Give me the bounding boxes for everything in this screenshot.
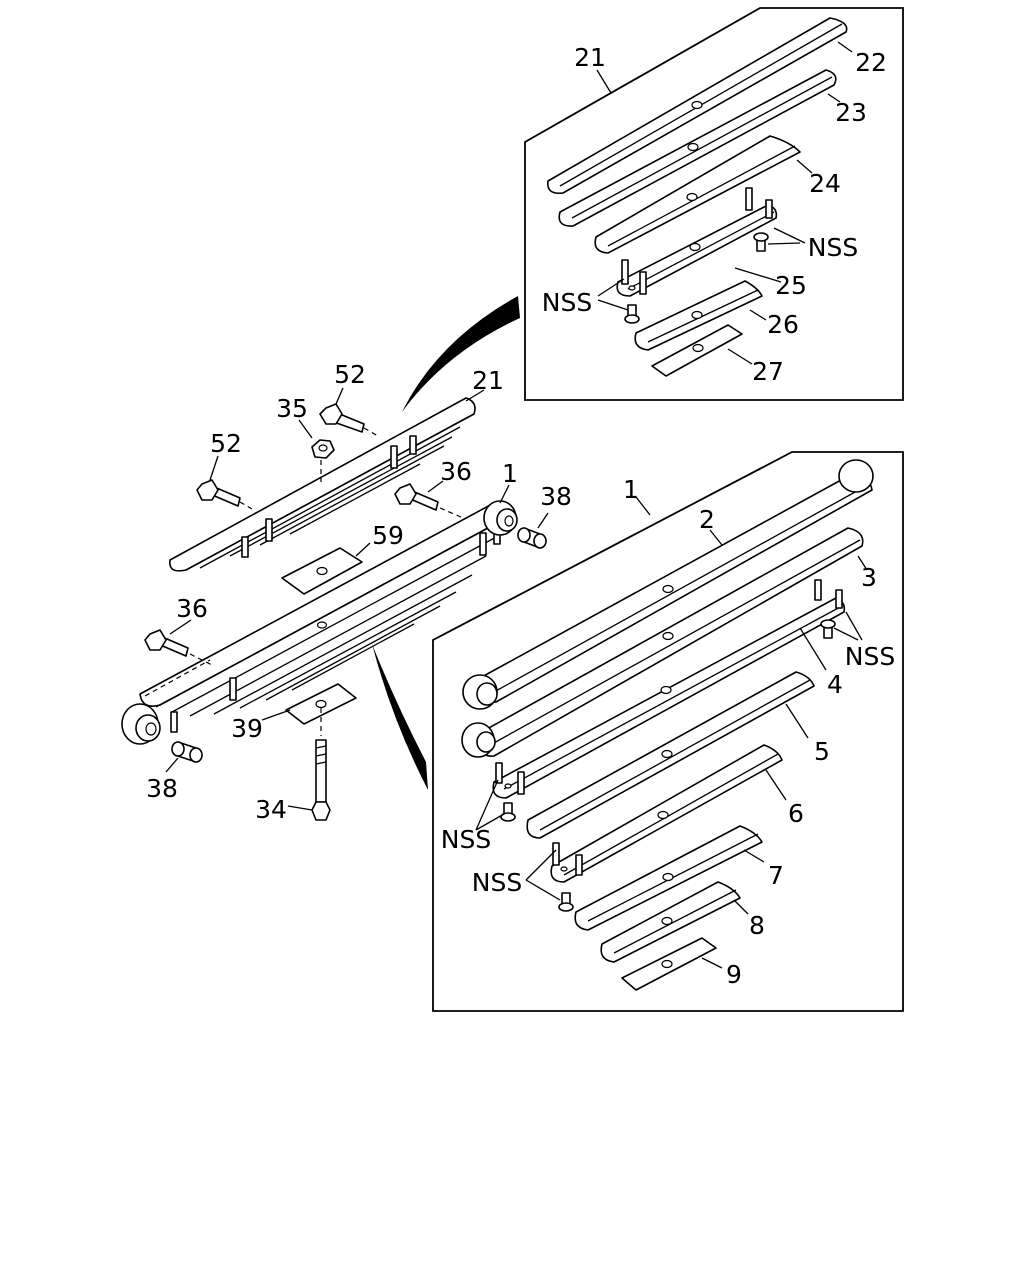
leaf-5 — [526, 671, 815, 839]
leaf-3 — [461, 527, 864, 758]
callout-34: 34 — [255, 795, 287, 824]
callout-4: 4 — [827, 670, 843, 699]
callout-36-top: 36 — [440, 457, 472, 486]
leaf-22 — [546, 17, 848, 195]
callout-7: 7 — [768, 861, 784, 890]
leaf-25 — [616, 187, 778, 297]
callout-8: 8 — [749, 911, 765, 940]
leaf-23 — [558, 69, 837, 227]
callout-nss-box1-left: NSS — [542, 288, 592, 317]
leaf-24 — [594, 135, 801, 254]
callout-21-box: 21 — [574, 43, 606, 72]
callout-22: 22 — [855, 48, 887, 77]
pad-9 — [621, 937, 717, 991]
rivet-nss-lower-left2 — [558, 892, 574, 912]
callout-52-left: 52 — [210, 429, 242, 458]
callout-27: 27 — [752, 357, 784, 386]
detail-frame-lower — [432, 451, 904, 1012]
callout-26: 26 — [767, 310, 799, 339]
center-bolt-34 — [311, 739, 331, 821]
callout-nss-box2-left1: NSS — [441, 825, 491, 854]
detail-box-rear-spring: 21 22 23 24 NSS 25 NSS 26 27 — [524, 7, 904, 401]
spring-assembly-21 — [169, 397, 476, 572]
rivet-nss-upper-right — [753, 232, 769, 252]
bolt-36-left — [144, 629, 215, 667]
callout-23: 23 — [835, 98, 867, 127]
callout-36-left: 36 — [176, 594, 208, 623]
callout-39: 39 — [231, 714, 263, 743]
detail-frame-upper — [524, 7, 904, 401]
callout-1-box: 1 — [623, 475, 639, 504]
leaf-2 — [462, 459, 874, 710]
pad-39 — [285, 683, 357, 736]
callout-38-left: 38 — [146, 774, 178, 803]
callout-59: 59 — [372, 521, 404, 550]
leaf-8 — [600, 881, 741, 963]
bolt-52-top — [319, 403, 379, 437]
spring-eye-front — [121, 703, 161, 745]
callout-38-right: 38 — [540, 482, 572, 511]
bushing-38-left — [171, 741, 203, 763]
main-assembly: 21 52 35 52 36 1 38 59 36 39 38 34 — [121, 360, 572, 824]
callout-2: 2 — [699, 505, 715, 534]
spring-eye-rear — [483, 500, 518, 536]
pad-27 — [651, 324, 743, 377]
callout-1-main: 1 — [502, 459, 518, 488]
pointer-arc-lower — [372, 644, 428, 790]
bolt-52-left — [196, 479, 253, 510]
callout-24: 24 — [809, 169, 841, 198]
callout-21-main: 21 — [472, 366, 504, 395]
pad-59 — [281, 547, 363, 595]
detail-box-main-spring: 1 2 3 NSS 4 5 6 NSS NSS 7 8 9 — [432, 451, 904, 1012]
callout-nss-box2-left2: NSS — [472, 868, 522, 897]
rivet-nss-upper-left — [624, 304, 640, 324]
leaf-7 — [574, 825, 763, 931]
callout-9: 9 — [726, 960, 742, 989]
bushing-38-right — [517, 527, 547, 549]
leaf-26 — [634, 280, 763, 351]
callout-35: 35 — [276, 394, 308, 423]
callout-6: 6 — [788, 799, 804, 828]
callout-25: 25 — [775, 271, 807, 300]
callout-5: 5 — [814, 737, 830, 766]
callout-nss-box1-right: NSS — [808, 233, 858, 262]
callout-52-top: 52 — [334, 360, 366, 389]
pointer-arc-upper — [402, 296, 520, 412]
rivet-nss-lower-left1 — [500, 802, 516, 822]
callout-3: 3 — [861, 563, 877, 592]
nut-35 — [311, 439, 335, 482]
rivet-nss-lower-right — [820, 619, 836, 639]
callout-nss-box2-right: NSS — [845, 642, 895, 671]
leaf-6 — [550, 744, 783, 883]
